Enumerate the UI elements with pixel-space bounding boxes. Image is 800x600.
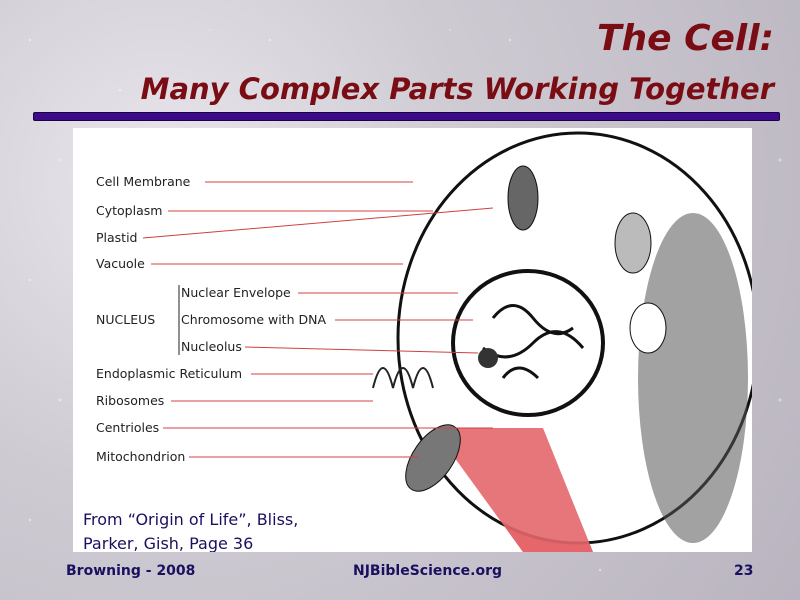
label-centrioles: Centrioles [96,420,160,435]
label-plastid: Plastid [96,230,138,245]
vacuole [614,212,652,274]
label-ribosomes: Ribosomes [96,393,165,408]
label-endoplasmic-reticulum: Endoplasmic Reticulum [96,366,243,381]
slide-subtitle: Many Complex Parts Working Together [140,72,774,106]
label-nuclear-envelope: Nuclear Envelope [181,285,291,300]
cell-illustration [142,131,752,552]
figure-caption: From “Origin of Life”, Bliss, Parker, Gi… [83,508,298,552]
label-nucleolus: Nucleolus [181,339,242,354]
nucleus [451,269,605,417]
label-cytoplasm: Cytoplasm [96,203,163,218]
footer-website: NJBibleScience.org [353,563,503,579]
title-divider [33,112,780,121]
label-cell-membrane: Cell Membrane [96,174,191,189]
label-vacuole: Vacuole [96,256,145,271]
cell-diagram: Cell Membrane Cytoplasm Plastid Vacuole … [73,128,752,552]
label-nucleus: NUCLEUS [96,312,156,327]
label-mitochondrion: Mitochondrion [96,449,186,464]
caption-line-1: From “Origin of Life”, Bliss, [83,510,299,529]
footer-author: Browning - 2008 [66,563,196,579]
slide-number: 23 [734,563,754,579]
endoplasmic-reticulum [372,367,434,389]
caption-line-2: Parker, Gish, Page 36 [83,534,254,552]
leader-lines [142,181,494,458]
nucleolus [478,348,498,368]
cell-shading [638,213,748,543]
chromosomes [482,304,585,380]
label-chromosome: Chromosome with DNA [181,312,327,327]
slide-title: The Cell: [596,18,774,59]
mitochondrion [405,424,461,492]
plastid [507,165,539,231]
